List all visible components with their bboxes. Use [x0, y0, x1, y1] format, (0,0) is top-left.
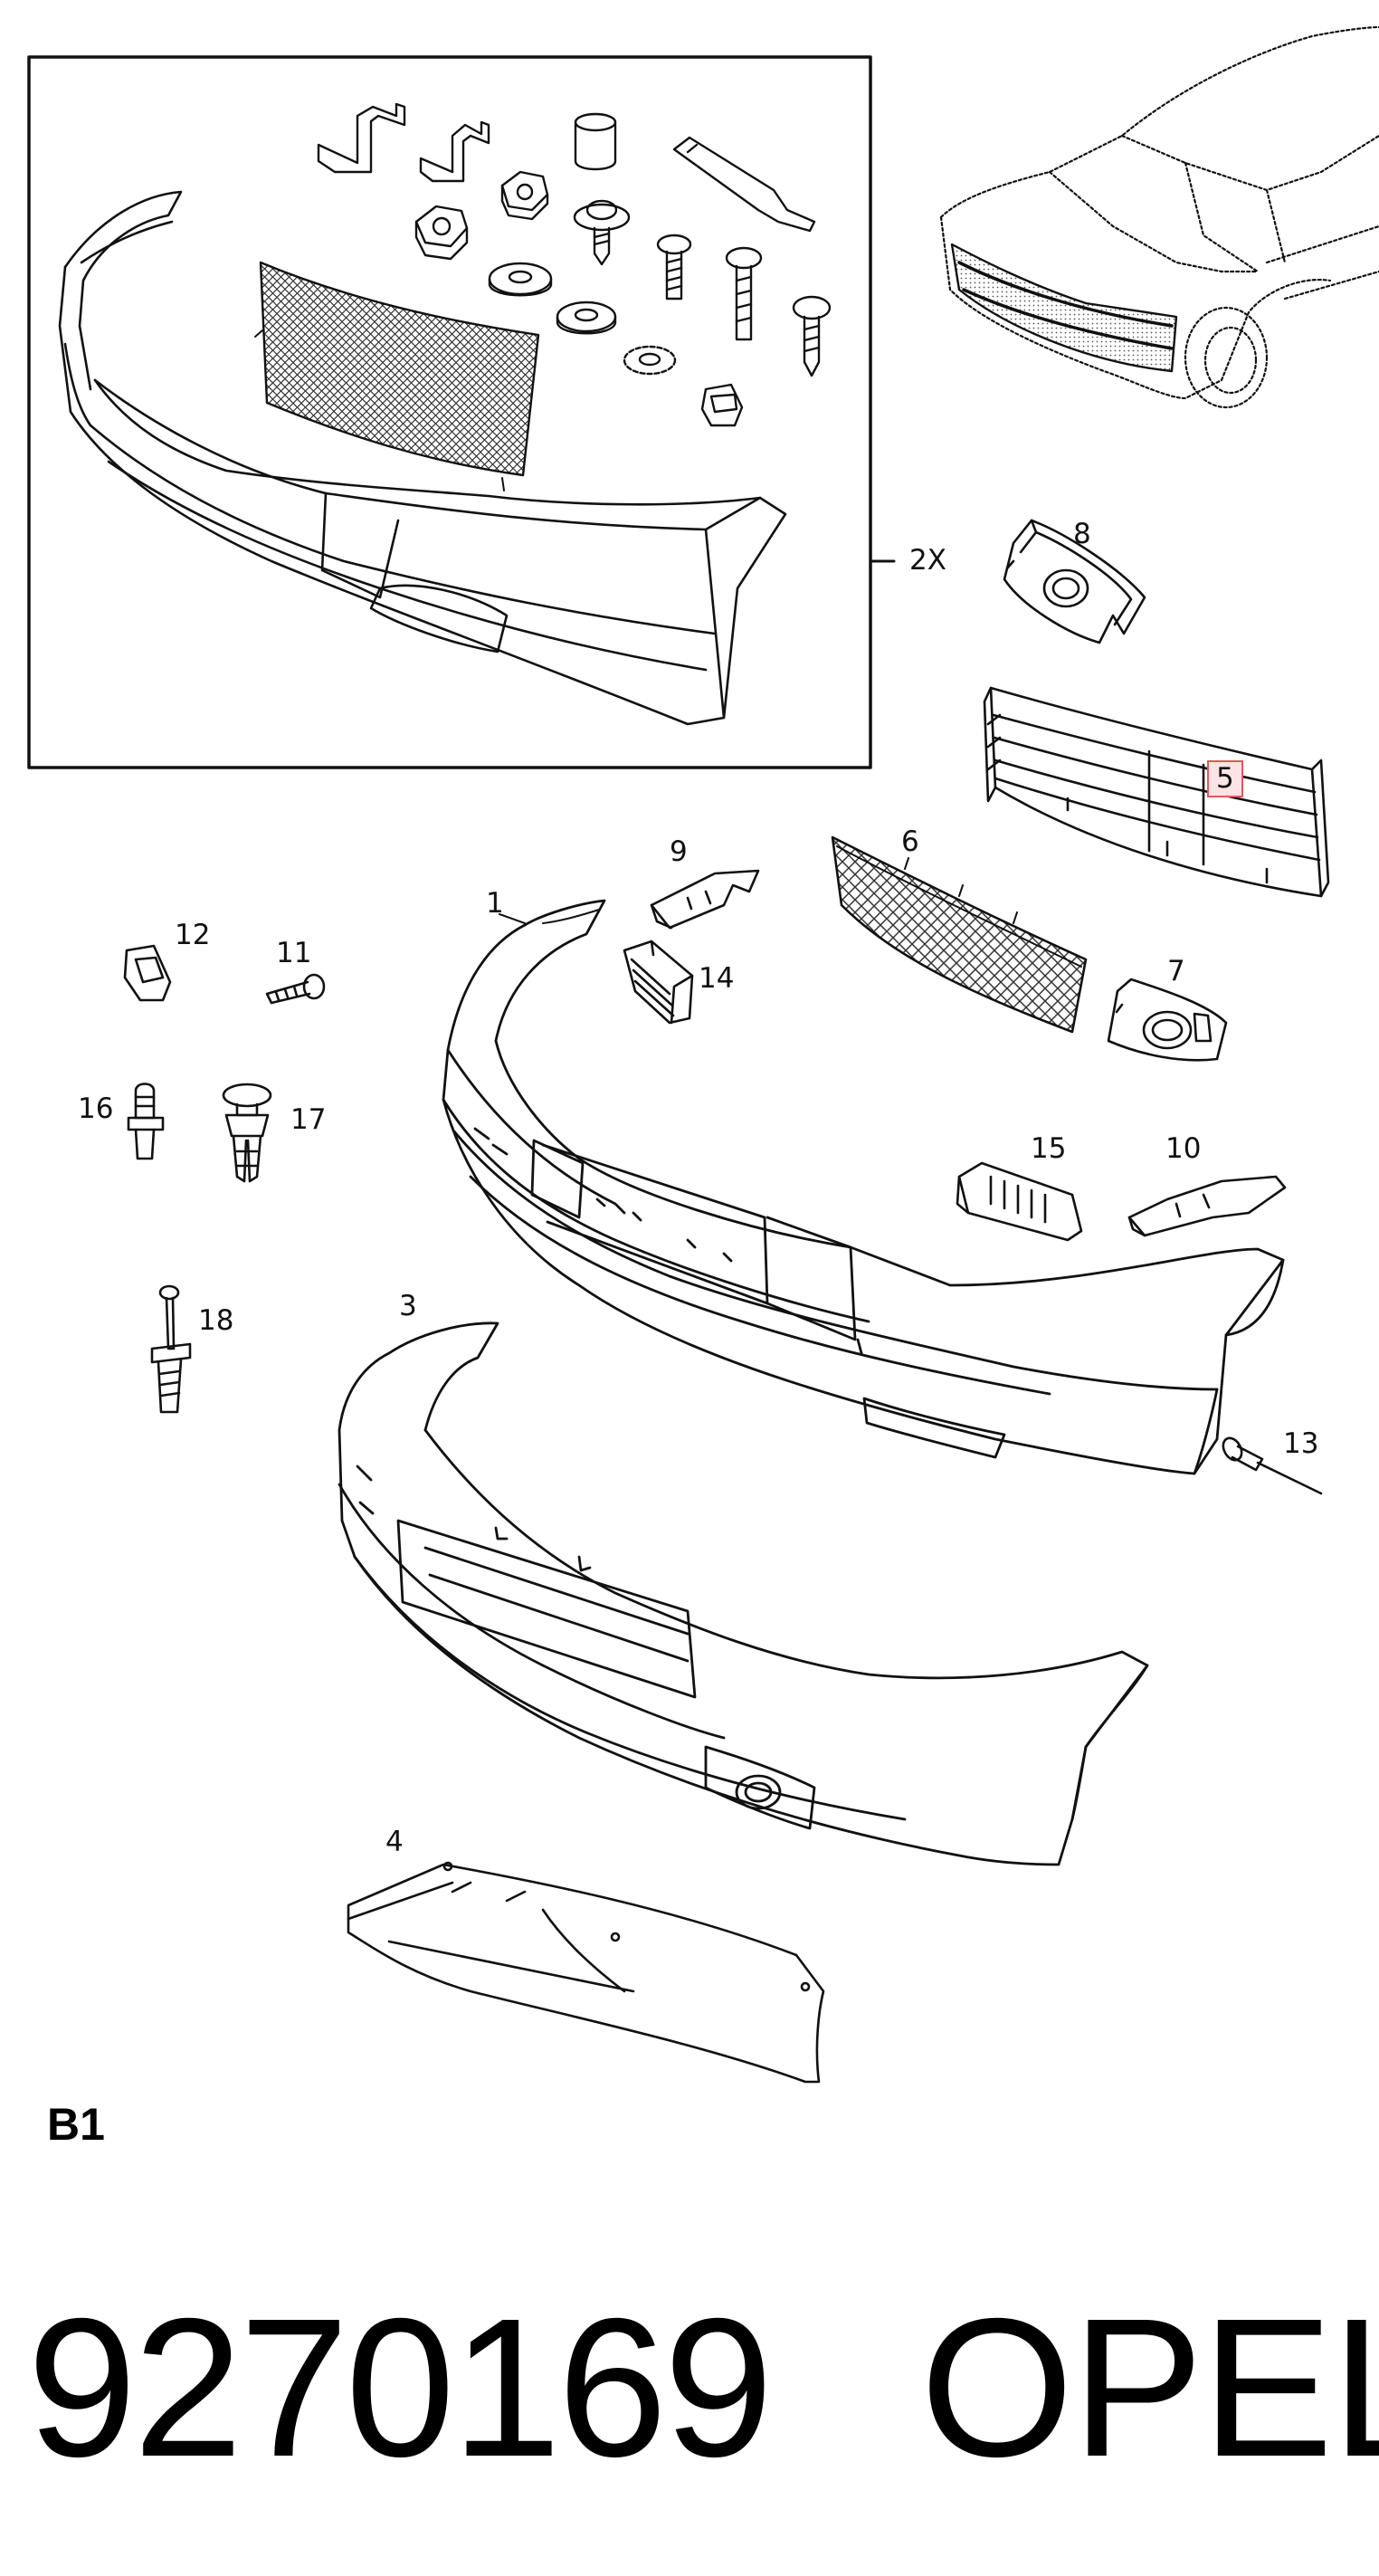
- callout-part-11: 11: [276, 937, 312, 969]
- section-label: B1: [47, 2099, 105, 2150]
- callout-part-17: 17: [290, 1103, 327, 1136]
- part-9-bracket: [650, 869, 760, 930]
- bracket-icon: [317, 102, 406, 174]
- part-1-front-bumper: [442, 899, 1285, 1475]
- bracket-icon: [419, 120, 490, 183]
- callout-part-10: 10: [1165, 1132, 1202, 1165]
- callout-inset-quantity: 2X: [909, 544, 946, 577]
- part-6-mesh-grille: [831, 835, 1088, 1034]
- spacer-icon: [574, 112, 617, 132]
- callout-part-1: 1: [486, 887, 504, 920]
- part-3-bumper-cover: [338, 1321, 1149, 1866]
- sealant-tube-icon: [672, 136, 816, 233]
- callout-part-8: 8: [1073, 518, 1091, 550]
- callout-part-12: 12: [175, 919, 211, 951]
- brand-name: OPEL: [920, 2278, 1379, 2498]
- nut-icon: [414, 205, 469, 261]
- lock-washer-icon: [623, 345, 677, 376]
- inset-grille-mesh: [254, 261, 540, 491]
- inset-bumper-drawing: [58, 190, 787, 726]
- part-17-christmas-tree-clip: [222, 1083, 272, 1183]
- nut-icon: [500, 170, 549, 221]
- callout-part-4: 4: [385, 1826, 404, 1858]
- part-11-screw: [265, 973, 326, 1005]
- part-7-fog-lamp-bezel: [1107, 978, 1228, 1062]
- inset-hardware: [317, 102, 832, 427]
- part-18-rivet: [150, 1284, 192, 1414]
- callout-part-7: 7: [1167, 955, 1185, 987]
- part-10-bracket: [1127, 1175, 1287, 1237]
- callout-part-13: 13: [1283, 1427, 1319, 1460]
- callout-part-9: 9: [670, 835, 688, 868]
- screw-icon: [656, 234, 692, 301]
- screw-icon: [725, 246, 763, 341]
- inset-box: [27, 55, 896, 769]
- callout-part-15: 15: [1031, 1132, 1067, 1165]
- callout-part-18: 18: [198, 1304, 234, 1337]
- car-front-grille-highlight: [950, 243, 1178, 373]
- part-14-clip-housing: [623, 940, 694, 1025]
- callout-part-5-highlighted[interactable]: 5: [1207, 760, 1243, 797]
- car-silhouette-icon: [939, 25, 1379, 409]
- washer-icon: [488, 262, 553, 297]
- part-5-lower-grille: [983, 686, 1330, 898]
- callout-part-16: 16: [78, 1092, 114, 1125]
- callout-part-14: 14: [699, 962, 735, 995]
- part-16-push-rivet: [127, 1083, 165, 1160]
- part-number: 9270169: [27, 2278, 774, 2498]
- part-13-rivet: [1222, 1436, 1323, 1495]
- part-4-under-tray: [347, 1861, 825, 2084]
- callout-part-6: 6: [901, 825, 919, 858]
- screw-icon: [792, 295, 832, 377]
- washer-icon: [556, 301, 617, 335]
- part-8-fog-lamp-bezel: [1003, 519, 1146, 644]
- screw-icon: [573, 199, 631, 266]
- part-15-clip-housing: [956, 1161, 1083, 1242]
- callout-part-3: 3: [399, 1290, 417, 1322]
- clip-icon: [700, 383, 744, 427]
- part-12-clip-nut: [123, 944, 172, 1002]
